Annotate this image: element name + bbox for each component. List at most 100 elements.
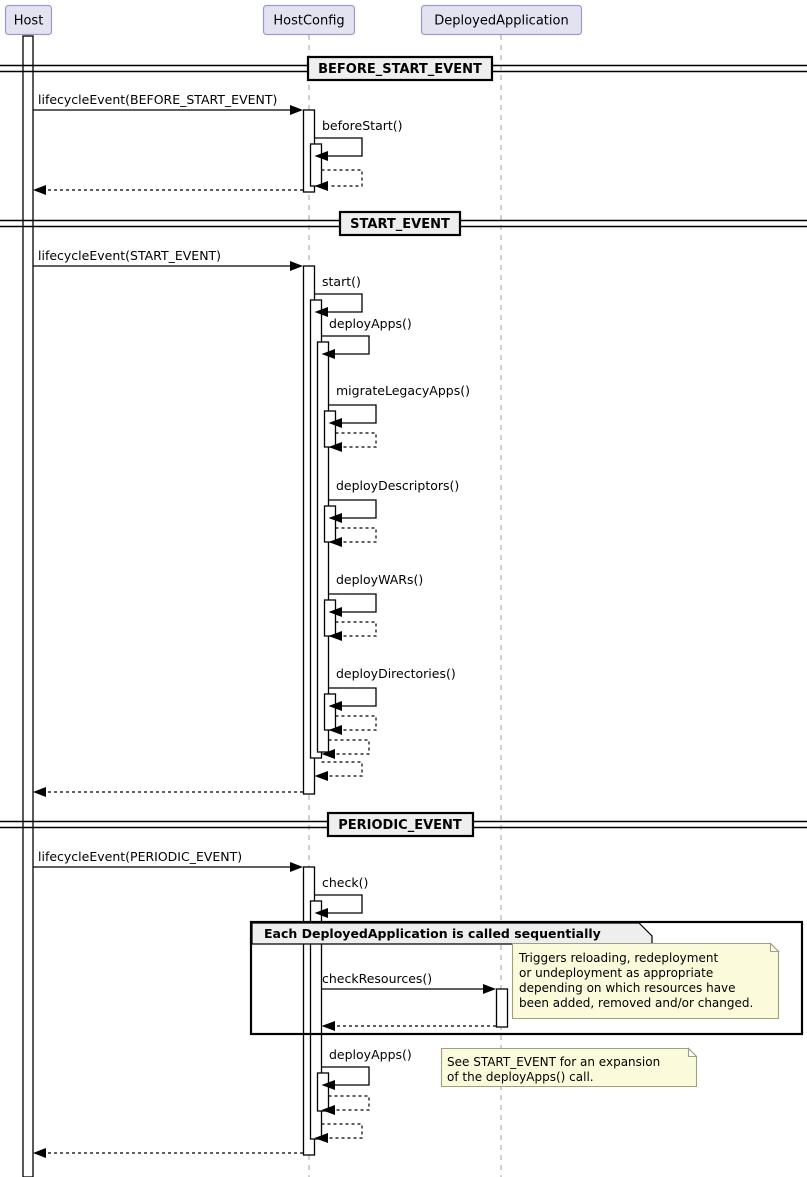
label-deploy-descriptors: deployDescriptors() [336,478,459,493]
participants-layer: Host HostConfig DeployedApplication [4,4,583,36]
divider-before-start-label: BEFORE_START_EVENT [318,62,482,77]
divider-periodic-label: PERIODIC_EVENT [338,818,462,833]
divider-periodic-event: PERIODIC_EVENT [0,811,807,838]
group-each-deployedapplication: Each DeployedApplication is called seque… [249,920,804,1036]
arrowhead-check [314,908,328,918]
arrowhead-start-self-return [314,771,328,781]
label-before-start: beforeStart() [322,118,403,133]
label-check-resources: checkResources() [322,971,432,986]
divider-before-start-event: BEFORE_START_EVENT [0,55,807,82]
participant-host[interactable]: Host [4,4,53,36]
label-deploy-apps: deployApps() [329,316,412,331]
note-check-resources-line-0: Triggers reloading, redeployment [518,951,718,965]
section-periodic-deploy-apps: deployApps() [33,1047,412,1158]
arrowhead-deploy-descriptors-return [328,537,342,547]
arrowhead-deploy-descriptors [328,513,342,523]
arrowhead-deploy-wars-return [328,631,342,641]
arrowhead-check-resources [483,984,496,994]
label-deploy-apps-2: deployApps() [329,1047,412,1062]
arrowhead-lifecycle-start [290,261,303,271]
arrow-start-self-return [321,761,363,777]
label-migrate-legacy-apps: migrateLegacyApps() [336,383,470,398]
arrow-deploy-apps-2-self [321,1066,370,1086]
arrowhead-deploy-directories-return [328,725,342,735]
activation-hostconfig-before-start-self [309,143,323,187]
section-periodic-event: lifecycleEvent(PERIODIC_EVENT) check() [33,849,368,918]
activation-hostconfig-deployapps-2 [316,1072,330,1112]
lifelines-layer [27,35,502,1177]
arrowhead-before-start [314,151,328,161]
arrow-deploy-descriptors-return [335,527,377,543]
participant-host-box[interactable] [4,4,53,36]
participant-deployedapplication-box[interactable] [420,4,583,36]
group-content-check-resources: checkResources() [321,971,496,1031]
section-start-event: lifecycleEvent(START_EVENT) start() depl… [33,248,470,797]
activation-hostconfig-deploy-descriptors [323,505,337,543]
label-check: check() [322,875,368,890]
note-check-resources-body [511,942,780,1020]
arrow-deploy-wars-return [335,621,377,637]
arrow-deploy-directories-return [335,715,377,731]
arrow-check-self [314,894,363,914]
arrowhead-start-reply [33,787,46,797]
arrowhead-periodic-reply [33,1148,46,1158]
activation-hostconfig-deploy-wars [323,599,337,637]
arrowhead-before-start-reply [33,185,46,195]
participant-deployedapplication-label: DeployedApplication [434,14,568,29]
note-deploy-apps-line-0: See START_EVENT for an expansion [447,1055,660,1069]
activation-hostconfig-deployapps [316,341,330,753]
arrow-deploy-directories-self [328,687,377,707]
arrow-deploy-wars-self [328,593,377,613]
note-check-resources-line-2: depending on which resources have [519,981,736,995]
arrowhead-before-start-return [314,181,328,191]
note-check-resources: Triggers reloading, redeployment or unde… [511,942,780,1020]
arrowhead-migrate-legacy-apps [328,418,342,428]
divider-before-start-box [306,55,494,82]
arrowhead-lifecycle-before-start [290,105,303,115]
activation-hostconfig-deploy-directories [323,693,337,731]
arrow-migrate-legacy-apps-return [335,432,377,448]
arrowhead-start [314,307,328,317]
arrowhead-deploy-apps-self-return [321,749,335,759]
activation-deployedapplication-check-resources [495,988,509,1028]
participant-deployedapplication[interactable]: DeployedApplication [420,4,583,36]
arrow-start-self [314,293,363,313]
arrowhead-lifecycle-periodic [290,862,303,872]
arrow-before-start-self [314,137,363,157]
note-check-resources-fold [769,942,780,953]
note-check-resources-line-3: been added, removed and/or changed. [519,996,753,1010]
activation-hostconfig-migrate-legacy-apps [323,410,337,448]
note-check-resources-line-1: or undeployment as appropriate [519,966,713,980]
label-lifecycle-start: lifecycleEvent(START_EVENT) [38,248,221,263]
label-start: start() [322,274,361,289]
arrowhead-migrate-legacy-apps-return [328,442,342,452]
arrow-migrate-legacy-apps-self [328,404,377,424]
activation-hostconfig-check [309,900,323,1140]
label-deploy-directories: deployDirectories() [336,666,456,681]
arrow-deploy-apps-self-return [328,739,370,755]
participant-host-label: Host [14,14,44,29]
note-deploy-apps-fold [687,1047,698,1058]
divider-periodic-box [326,811,475,838]
arrowhead-check-self-return [314,1133,328,1143]
divider-start-label: START_EVENT [350,217,450,232]
arrow-before-start-self-return [321,169,363,187]
group-frame-rect [249,920,804,1036]
arrowhead-deploy-apps-2 [321,1080,335,1090]
group-tab-shape [251,922,653,945]
participant-hostconfig[interactable]: HostConfig [262,4,356,36]
activation-host-main [22,35,34,1177]
arrow-deploy-apps-2-return [328,1095,370,1111]
note-deploy-apps: See START_EVENT for an expansion of the … [440,1047,698,1088]
arrowhead-deploy-apps-2-return [321,1105,335,1115]
participant-hostconfig-box[interactable] [262,4,356,36]
arrowhead-deploy-wars [328,607,342,617]
divider-start-event: START_EVENT [0,210,807,237]
divider-start-box [338,210,462,237]
arrow-deploy-descriptors-self [328,499,377,519]
arrowhead-deploy-directories [328,701,342,711]
arrowhead-deploy-apps [321,349,335,359]
label-lifecycle-before-start: lifecycleEvent(BEFORE_START_EVENT) [38,92,277,107]
